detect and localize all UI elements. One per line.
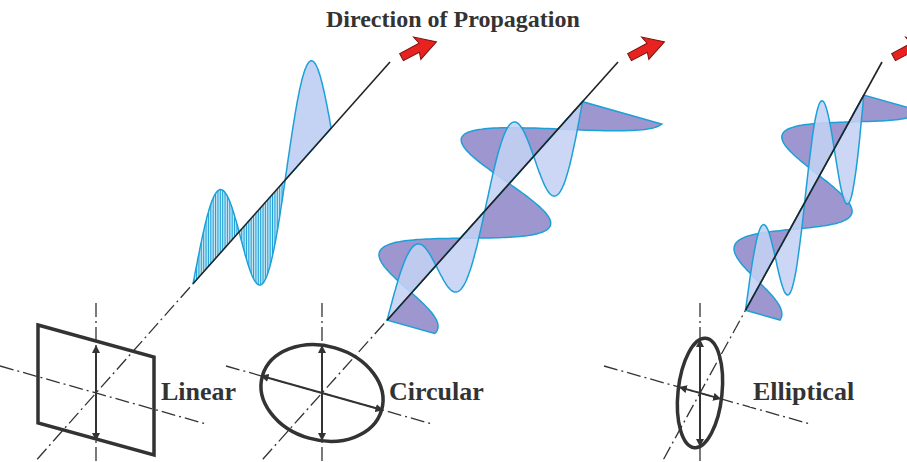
propagation-arrow [624, 29, 668, 67]
hatch-line [267, 200, 268, 275]
hatch-line [248, 222, 249, 266]
diagram-title: Direction of Propagation [326, 6, 580, 33]
propagation-axis [746, 62, 883, 310]
hatch-line [227, 197, 228, 245]
propagation-dashed [664, 310, 746, 459]
hatch-line [222, 190, 223, 251]
propagation-axis [193, 62, 390, 284]
hatch-line [208, 211, 209, 266]
hatch-line [224, 191, 225, 248]
hatch-line [258, 210, 259, 285]
hatch-line [213, 197, 214, 261]
field-arrows [96, 341, 719, 445]
hatch-line [225, 194, 226, 247]
hatch-line [231, 205, 232, 241]
propagation-axes [193, 62, 882, 320]
hatch-line [250, 220, 251, 271]
polarization-figures [38, 325, 728, 455]
polarization-label: Linear [158, 378, 239, 407]
propagation-dashed [37, 284, 193, 459]
polarization-label: Circular [386, 378, 487, 407]
hatch-line [263, 204, 264, 282]
horizontal-wave [734, 95, 907, 320]
vertical-axis [95, 303, 96, 461]
hatch-line [203, 232, 204, 272]
hatch-line [265, 202, 266, 279]
hatch-line [205, 225, 206, 270]
vertical-axis [699, 303, 700, 461]
hatch-line [262, 206, 263, 284]
hatch-line [244, 225, 245, 253]
horizontal-wave [379, 102, 662, 334]
hatch-line [229, 200, 230, 243]
hatch-line [272, 194, 273, 256]
horizontal-field-arrow [262, 376, 381, 409]
hatch-line [232, 210, 233, 239]
direction-arrows [396, 29, 907, 67]
circular-outline [249, 331, 394, 456]
hatch-line [246, 223, 247, 259]
elliptical-outline [672, 336, 727, 450]
hatch-line [270, 196, 271, 263]
hatch-line [217, 191, 218, 256]
propagation-dashed [263, 320, 387, 459]
vertical-axis [321, 303, 322, 461]
hatch-line [269, 198, 270, 269]
hatch-line [218, 190, 219, 255]
hatch-line [260, 208, 261, 285]
polarization-label: Elliptical [750, 378, 857, 407]
hatch-line [220, 190, 221, 253]
hatch-line [255, 214, 256, 282]
hatch-line [210, 206, 211, 265]
linear-square [38, 325, 154, 455]
hatch-line [212, 201, 213, 262]
propagation-arrow [888, 29, 907, 67]
hatch-line [274, 192, 275, 247]
hatch-line [206, 218, 207, 268]
vertical-field-arrow [95, 347, 97, 439]
propagation-arrow [396, 29, 440, 67]
hatch-line [256, 212, 257, 284]
horizontal-field-arrow [681, 388, 719, 399]
hatch-line [215, 194, 216, 259]
hatch-line [253, 216, 254, 279]
hatch-line [275, 190, 276, 238]
hatch-line [251, 218, 252, 275]
wave-lobe [285, 61, 331, 180]
wave-group [193, 61, 907, 334]
propagation-axis [387, 62, 618, 320]
